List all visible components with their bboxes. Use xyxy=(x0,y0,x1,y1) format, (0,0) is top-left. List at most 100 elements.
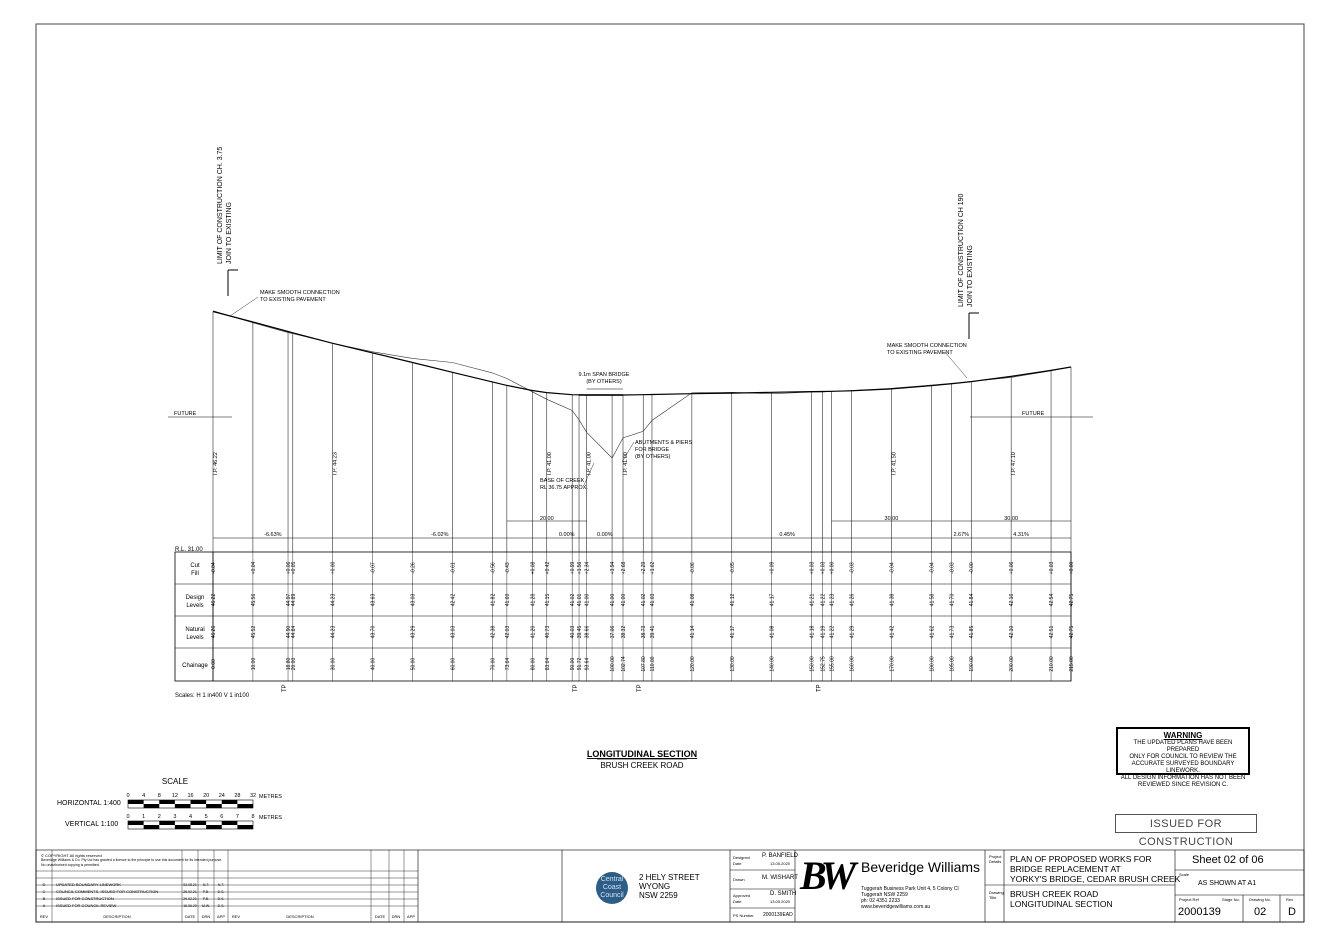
design-level-value: 41.84 xyxy=(969,594,975,607)
scale-tick: 32 xyxy=(250,793,256,799)
cut-fill-value: +0.00 xyxy=(331,561,337,574)
natural-level-value: 38.66 xyxy=(585,626,591,639)
design-level-value: 41.00 xyxy=(585,594,591,607)
revision-drawn: M.W. xyxy=(202,904,210,908)
project-ref-label: Project Ref xyxy=(1179,897,1199,902)
scale-tick: 6 xyxy=(220,814,223,820)
scale-bar-segment xyxy=(159,821,175,825)
scale-tick: 4 xyxy=(189,814,192,820)
ip-label: I.P. 46.22 xyxy=(213,452,219,475)
grade-label: 0.00% xyxy=(559,532,575,538)
chainage-value: 130.00 xyxy=(730,656,736,672)
project-details-2: BRIDGE REPLACEMENT AT xyxy=(1010,864,1121,874)
firm-address-1: Tuggerah Business Park Unit 4, 5 Colony … xyxy=(861,886,959,892)
cut-fill-value: -0.04 xyxy=(929,562,935,574)
design-level-value: 41.15 xyxy=(545,594,551,607)
design-level-value: 41.23 xyxy=(830,594,836,607)
chainage-value: 150.00 xyxy=(810,656,816,672)
cut-fill-value: +2.29 xyxy=(641,561,647,574)
revision-code: A xyxy=(43,903,46,908)
design-level-value: 41.58 xyxy=(929,594,935,607)
ip-label: I.P. 41.00 xyxy=(587,452,593,475)
cut-fill-value: -0.03 xyxy=(949,562,955,574)
scale-bar-segment xyxy=(190,800,207,804)
design-level-value: 44.89 xyxy=(291,594,297,607)
revision-header: DATE xyxy=(375,914,386,919)
scale-tick: 2 xyxy=(158,814,161,820)
scale-label: Scale xyxy=(1179,872,1190,877)
natural-level-value: 45.52 xyxy=(251,626,257,639)
chainage-value: 30.00 xyxy=(331,658,337,671)
chainage-value: 20.00 xyxy=(291,658,297,671)
approved-label: Approved xyxy=(733,893,751,898)
client-address-1: 2 HELY STREET xyxy=(639,873,700,882)
grade-label: 2.67% xyxy=(953,532,969,538)
revision-drawn: P.B. xyxy=(203,890,209,894)
revision-description: ISSUED FOR CONSTRUCTION xyxy=(56,896,114,901)
stage-label: Stage No. xyxy=(1222,897,1240,902)
row-label-natural-levels: Levels xyxy=(186,635,203,641)
chainage-value: 83.64 xyxy=(545,658,551,671)
scale-bar-segment xyxy=(221,821,238,825)
revision-drawn: N.T. xyxy=(203,883,210,887)
natural-level-value: 41.18 xyxy=(810,626,816,639)
design-level-value: 42.75 xyxy=(1069,594,1075,607)
limit-of-construction-label: LIMIT OF CONSTRUCTION CH. 3.75 xyxy=(217,147,224,264)
chainage-value: 91.72 xyxy=(577,658,583,671)
revision-header: DATE xyxy=(185,914,196,919)
firm-address-4: www.beveridgewilliams.com.au xyxy=(861,904,931,910)
designed-date: 13.05.2020 xyxy=(770,861,791,866)
client-address-3: NSW 2259 xyxy=(639,891,678,900)
chainage-value: 93.64 xyxy=(585,658,591,671)
revision-approved: N.T. xyxy=(218,883,225,887)
natural-level-value: 41.17 xyxy=(730,626,736,639)
warning-line-4: ALL DESIGN INFORMATION HAS NOT BEEN xyxy=(1120,775,1246,781)
level-table: Cut Fill Design Levels Natural Levels Ch… xyxy=(174,547,1075,682)
chainage-value: 160.00 xyxy=(850,656,856,672)
cut-fill-value: +0.99 xyxy=(570,561,576,574)
revision-header: DESCRIPTION xyxy=(286,914,313,919)
creek-base-label: RL 36.75 APPROX. xyxy=(540,485,588,491)
creek-base-label: BASE OF CREEK xyxy=(540,478,585,484)
revision-header: DRN xyxy=(392,914,401,919)
natural-level-value: 43.29 xyxy=(411,626,417,639)
revision-code: B xyxy=(43,896,46,901)
ip-label: I.P. 41.50 xyxy=(891,452,897,475)
warning-line-2: ONLY FOR COUNCIL TO REVIEW THE xyxy=(1129,754,1237,760)
design-level-value: 41.82 xyxy=(490,594,496,607)
cut-fill-value: +0.09 xyxy=(770,561,776,574)
natural-level-value: 41.29 xyxy=(850,626,856,639)
drawing-no-label: Drawing No. xyxy=(1249,897,1272,902)
drawn-label: Drawn xyxy=(733,877,745,882)
natural-level-value: 41.42 xyxy=(889,626,895,639)
scale-tick: 24 xyxy=(219,793,225,799)
revision-code: D xyxy=(43,882,46,887)
scale-bar-segment xyxy=(237,804,253,808)
chainage-value: 102.74 xyxy=(621,656,627,672)
drawing-title-2: LONGITUDINAL SECTION xyxy=(1010,899,1113,909)
natural-level-value: 42.10 xyxy=(1009,626,1015,639)
natural-level-value: 39.45 xyxy=(577,626,583,639)
natural-level-value: 41.20 xyxy=(530,626,536,639)
cut-fill-value: +0.42 xyxy=(545,561,551,574)
scale-unit: METRES xyxy=(259,815,282,821)
chainage-value: 50.00 xyxy=(411,658,417,671)
revision-header: DRN xyxy=(202,914,211,919)
cut-fill-value: -0.00 xyxy=(969,562,975,574)
natural-level-value: 43.70 xyxy=(371,626,377,639)
project-details-label-1: Project xyxy=(989,854,1002,859)
sheet-number: Sheet 02 of 06 xyxy=(1192,854,1264,866)
title-block-frame xyxy=(35,849,1305,923)
date-label-1: Date xyxy=(733,861,742,866)
abutments-label: (BY OTHERS) xyxy=(635,454,671,460)
row-label-cut: Cut xyxy=(190,563,200,569)
cut-fill-value: +0.08 xyxy=(530,561,536,574)
tp-mark: TP xyxy=(573,684,579,692)
natural-level-value: 42.03 xyxy=(505,626,511,639)
rev-label: Rev xyxy=(1286,897,1294,902)
abutments-label: ABUTMENTS & PIERS xyxy=(635,440,692,446)
chainage-value: 155.00 xyxy=(830,656,836,672)
